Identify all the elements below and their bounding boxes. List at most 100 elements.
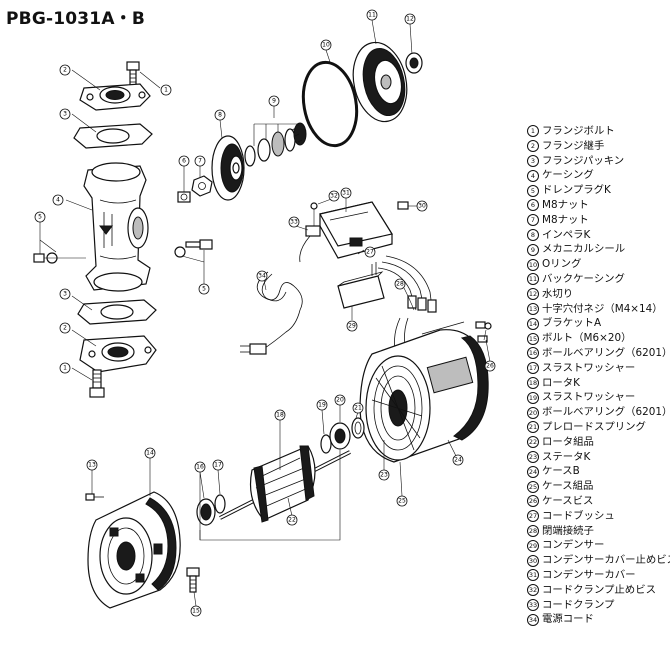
svg-text:1: 1 xyxy=(164,87,168,94)
svg-text:32: 32 xyxy=(330,193,338,200)
capacitor xyxy=(337,262,385,309)
legend-item-label: ドレンプラグK xyxy=(542,184,611,197)
legend-item-label: 十字穴付ネジ（M4×14） xyxy=(542,302,663,315)
callout-1a: 1 xyxy=(160,84,172,96)
case-screws xyxy=(475,321,492,343)
nut-m8-b xyxy=(191,175,213,197)
svg-text:24: 24 xyxy=(454,457,462,464)
legend-item-number: 34 xyxy=(527,613,539,626)
ball-bearing-front xyxy=(196,498,216,526)
callout-33: 33 xyxy=(288,216,300,228)
callout-5b: 5 xyxy=(198,283,210,295)
svg-text:28: 28 xyxy=(396,281,404,288)
legend-item-number: 30 xyxy=(527,554,539,567)
svg-text:21: 21 xyxy=(354,405,362,412)
nut-m8-a xyxy=(177,191,191,203)
bolt-m6 xyxy=(186,567,200,593)
flange-joint-top xyxy=(79,83,151,111)
legend-item-number: 31 xyxy=(527,569,539,582)
svg-text:29: 29 xyxy=(348,323,356,330)
callout-24: 24 xyxy=(452,454,464,466)
leader-lines xyxy=(39,19,491,607)
flange-packing-bottom xyxy=(77,299,157,325)
svg-text:25: 25 xyxy=(398,498,406,505)
svg-text:5: 5 xyxy=(202,286,206,293)
svg-text:18: 18 xyxy=(276,412,284,419)
drain-bolt-side xyxy=(174,239,213,258)
casing xyxy=(83,162,151,292)
legend-item-label: フランジボルト xyxy=(542,125,615,137)
legend-item-label: コンデンサー xyxy=(542,539,605,552)
callout-22: 22 xyxy=(286,514,298,526)
svg-text:5: 5 xyxy=(38,214,42,221)
svg-text:22: 22 xyxy=(288,517,296,524)
legend-item-label: スラストワッシャー xyxy=(542,391,636,404)
legend-item-number: 6 xyxy=(527,199,539,212)
callout-12: 12 xyxy=(404,13,416,25)
svg-text:20: 20 xyxy=(336,397,344,404)
flange-joint-bottom xyxy=(79,335,157,373)
back-casing xyxy=(352,41,408,123)
legend-item-number: 23 xyxy=(527,450,539,463)
svg-text:30: 30 xyxy=(418,203,426,210)
legend-item-number: 21 xyxy=(527,421,539,434)
callout-16: 16 xyxy=(194,461,206,473)
thrust-washer-front xyxy=(214,494,226,514)
motor-case xyxy=(359,321,489,463)
legend-item-label: フランジ継手 xyxy=(542,139,605,152)
callout-26: 26 xyxy=(484,360,496,372)
legend-item-label: M8ナット xyxy=(542,213,589,226)
svg-text:4: 4 xyxy=(56,197,60,204)
callout-5a: 5 xyxy=(34,211,46,223)
legend-item-label: ケースB xyxy=(542,465,580,478)
legend-item-label: フランジパッキン xyxy=(542,154,625,167)
preload-spring xyxy=(351,417,365,439)
legend-item-number: 15 xyxy=(527,332,539,345)
capacitor-cover xyxy=(319,201,393,259)
svg-text:34: 34 xyxy=(258,273,266,280)
callout-1b: 1 xyxy=(59,362,71,374)
legend-item-number: 8 xyxy=(527,228,539,241)
svg-text:11: 11 xyxy=(368,12,376,19)
callout-2a: 2 xyxy=(59,64,71,76)
legend-item-number: 10 xyxy=(527,258,539,271)
ball-bearing-rear xyxy=(329,422,351,450)
legend-item-label: Oリング xyxy=(542,258,582,271)
legend-item-label: インペラK xyxy=(542,228,591,241)
legend-item-number: 28 xyxy=(527,524,539,537)
callout-10: 10 xyxy=(320,39,332,51)
svg-text:19: 19 xyxy=(318,402,326,409)
legend-item-label: ロータK xyxy=(542,376,580,389)
legend-item-label: バックケーシング xyxy=(542,272,625,285)
legend-item-label: メカニカルシール xyxy=(542,243,626,256)
svg-text:16: 16 xyxy=(196,464,204,471)
svg-text:31: 31 xyxy=(342,190,350,197)
legend-item-number: 20 xyxy=(527,406,539,419)
callout-13: 13 xyxy=(86,459,98,471)
callout-31: 31 xyxy=(340,187,352,199)
legend-item-label: ケースビス xyxy=(542,494,594,507)
svg-text:27: 27 xyxy=(366,249,374,256)
legend-item-label: 水切り xyxy=(542,287,574,300)
callout-23: 23 xyxy=(378,469,390,481)
svg-text:33: 33 xyxy=(290,219,298,226)
callout-3a: 3 xyxy=(59,108,71,120)
